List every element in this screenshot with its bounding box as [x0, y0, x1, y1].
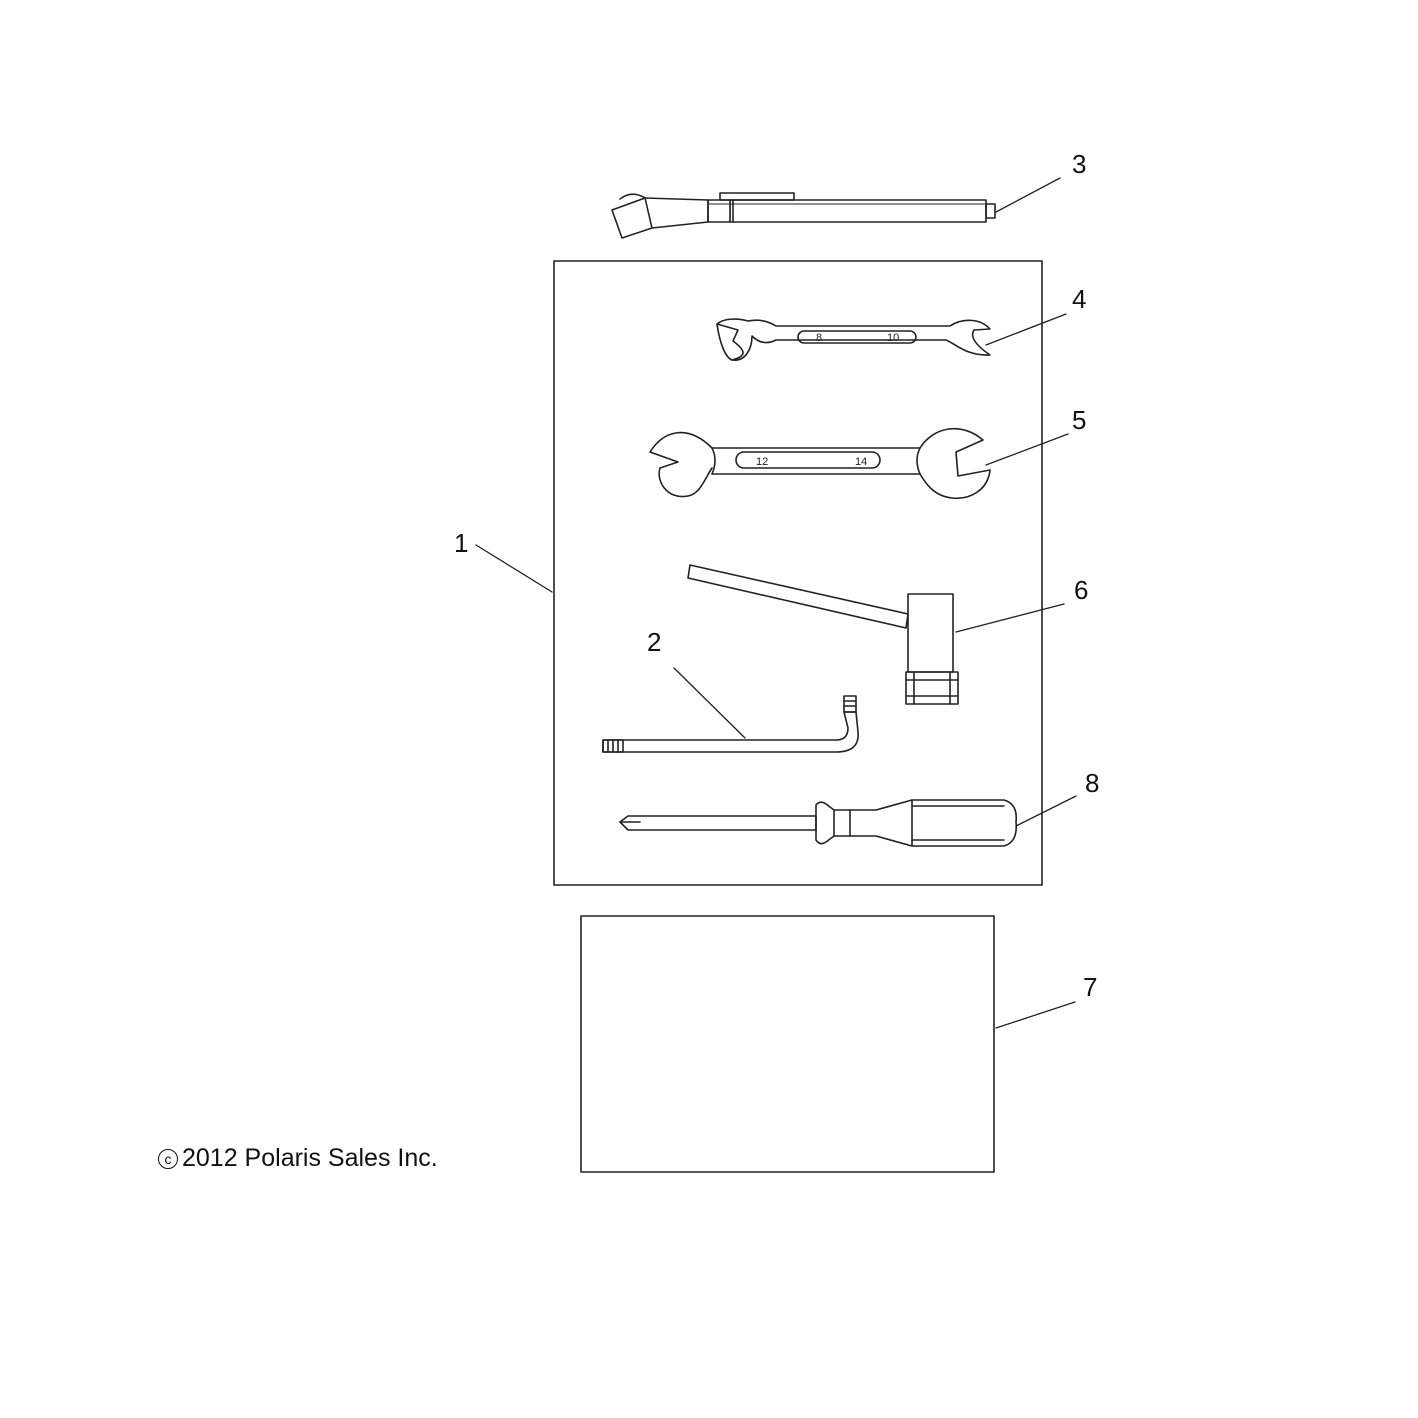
callout-1: 1: [454, 528, 468, 558]
large-wrench-12-14: 12 14: [649, 427, 991, 499]
l-shaped-hex-key: [602, 695, 859, 753]
callout-4: 4: [1072, 284, 1086, 314]
large-wrench-size-right: 14: [855, 456, 867, 468]
owners-manual-card: [580, 915, 995, 1173]
tool-pouch-handle: [611, 192, 996, 239]
callout-7: 7: [1083, 972, 1097, 1002]
copyright-icon: c: [158, 1149, 178, 1169]
copyright-text: 2012 Polaris Sales Inc.: [182, 1144, 438, 1172]
small-wrench-8-10: 8 10: [716, 318, 991, 361]
tool-bag-outline: [553, 260, 1043, 886]
large-wrench-size-left: 12: [756, 456, 768, 468]
callout-8: 8: [1085, 768, 1099, 798]
small-wrench-size-right: 10: [887, 332, 899, 344]
callout-2: 2: [647, 627, 661, 657]
callout-3: 3: [1072, 149, 1086, 179]
callout-6: 6: [1074, 575, 1088, 605]
spark-plug-socket-wrench: [687, 564, 959, 705]
leader-lines: [475, 177, 1077, 1029]
callout-5: 5: [1072, 405, 1086, 435]
screwdriver: [619, 799, 1018, 847]
small-wrench-size-left: 8: [816, 332, 822, 344]
